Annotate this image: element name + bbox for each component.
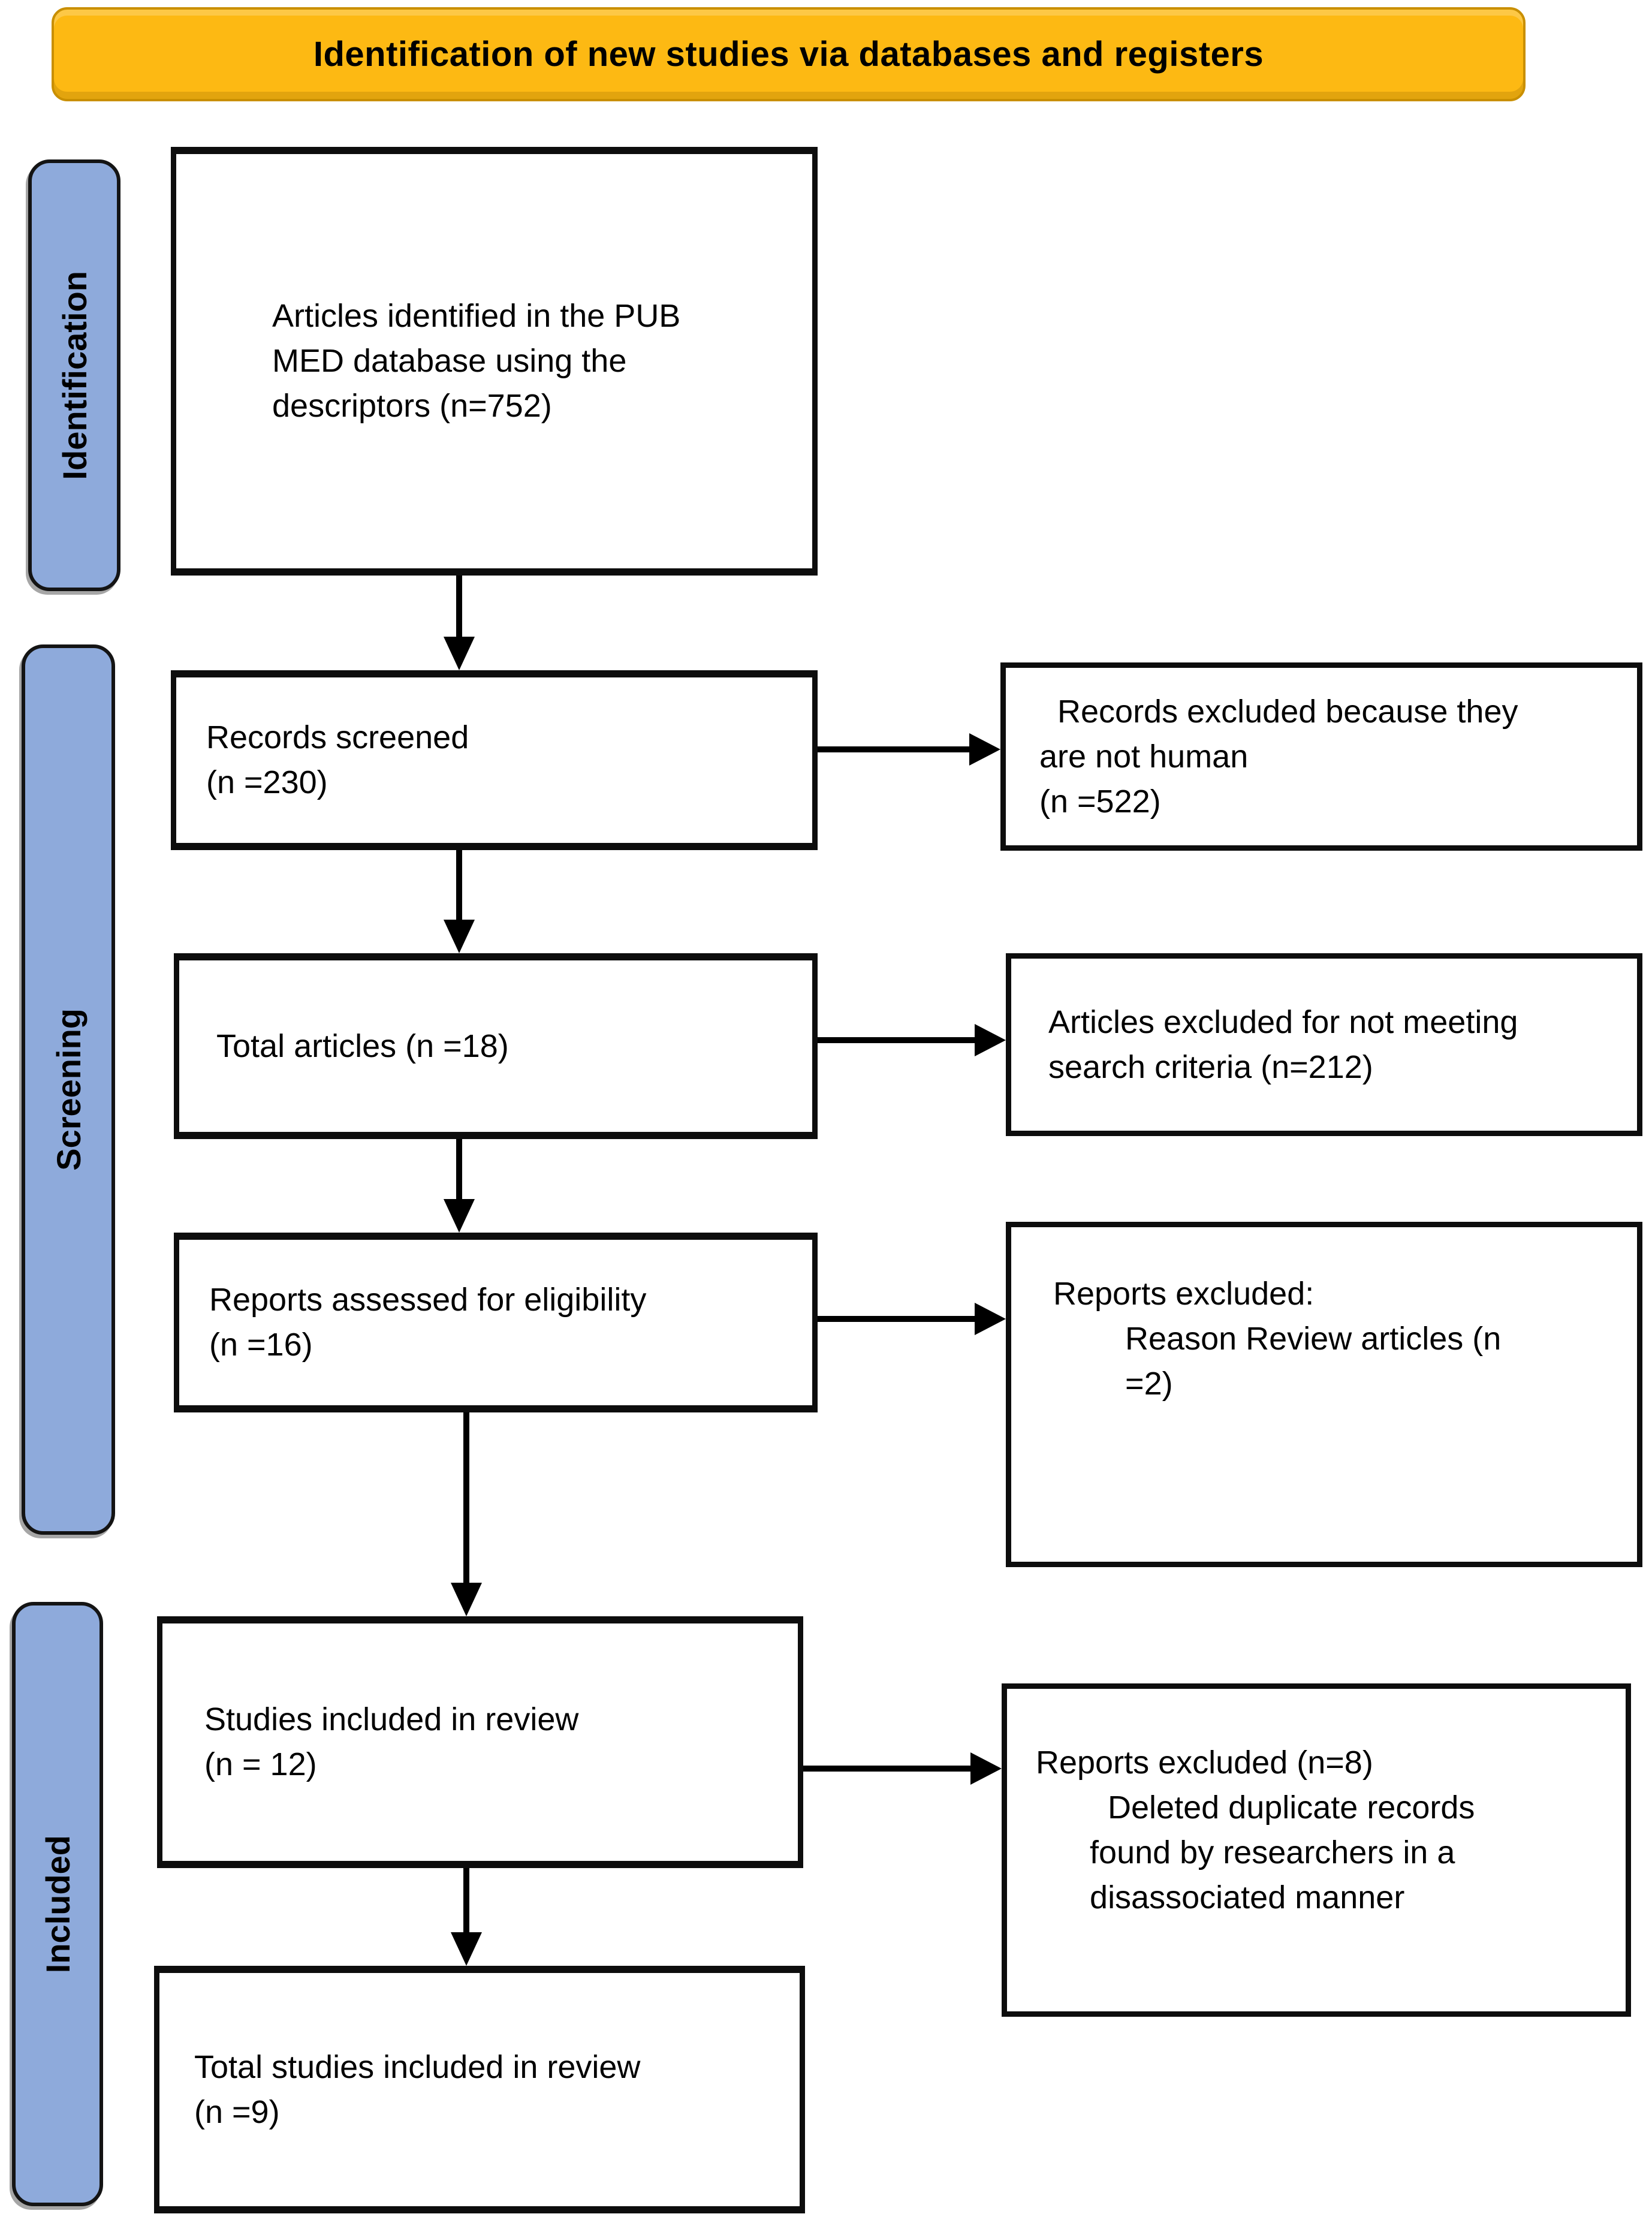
stage-screening-label: Screening	[49, 1008, 88, 1171]
box-studies-included: Studies included in review (n = 12)	[157, 1616, 803, 1868]
box-total-studies-included: Total studies included in review (n =9)	[154, 1966, 805, 2213]
box-reports-assessed: Reports assessed for eligibility (n =16)	[174, 1233, 818, 1412]
box-records-screened-text: Records screened (n =230)	[206, 719, 469, 800]
stage-screening: Screening	[22, 644, 115, 1535]
right-arrow-screened-to-excluded	[818, 733, 1000, 766]
down-arrow-included-to-total-included	[451, 1868, 482, 1966]
banner-title: Identification of new studies via databa…	[313, 35, 1264, 74]
down-arrowhead-icon	[444, 920, 475, 953]
box-records-screened: Records screened (n =230)	[171, 670, 818, 850]
down-arrowhead-icon	[444, 1199, 475, 1233]
box-reports-excluded-review-text: Reports excluded: Reason Review articles…	[1053, 1276, 1502, 1402]
box-studies-included-text: Studies included in review (n = 12)	[204, 1701, 579, 1782]
right-arrowhead-icon	[975, 1024, 1006, 1056]
right-arrow-total-to-excluded	[818, 1024, 1006, 1056]
box-reports-excluded-duplicates: Reports excluded (n=8) Deleted duplicate…	[1002, 1683, 1631, 2017]
right-arrowhead-icon	[969, 733, 1000, 766]
box-articles-excluded-criteria-text: Articles excluded for not meeting search…	[1048, 1004, 1518, 1085]
right-arrowhead-icon	[975, 1303, 1006, 1335]
right-arrow-assessed-to-excluded	[818, 1303, 1006, 1335]
box-reports-assessed-text: Reports assessed for eligibility (n =16)	[209, 1282, 647, 1363]
box-reports-excluded-review: Reports excluded: Reason Review articles…	[1006, 1222, 1642, 1567]
stage-included-label: Included	[38, 1835, 77, 1974]
stage-included: Included	[12, 1602, 103, 2206]
box-articles-identified: Articles identified in the PUB MED datab…	[171, 147, 818, 576]
box-records-excluded-not-human-text: Records excluded because they are not hu…	[1039, 693, 1518, 820]
down-arrowhead-icon	[451, 1583, 482, 1616]
box-total-articles: Total articles (n =18)	[174, 953, 818, 1139]
down-arrow-identified-to-screened	[444, 576, 475, 670]
stage-identification: Identification	[28, 159, 120, 591]
right-arrow-included-to-excluded	[803, 1752, 1002, 1785]
down-arrow-assessed-to-included	[451, 1412, 482, 1616]
box-total-articles-text: Total articles (n =18)	[216, 1028, 509, 1064]
down-arrowhead-icon	[451, 1932, 482, 1966]
down-arrowhead-icon	[444, 637, 475, 670]
banner: Identification of new studies via databa…	[52, 7, 1526, 101]
box-articles-excluded-criteria: Articles excluded for not meeting search…	[1006, 953, 1642, 1136]
box-total-studies-included-text: Total studies included in review (n =9)	[194, 2049, 641, 2130]
box-reports-excluded-duplicates-text: Reports excluded (n=8) Deleted duplicate…	[1036, 1745, 1475, 1915]
box-records-excluded-not-human: Records excluded because they are not hu…	[1000, 662, 1642, 851]
down-arrow-screened-to-total	[444, 850, 475, 953]
down-arrow-total-to-assessed	[444, 1139, 475, 1233]
box-articles-identified-text: Articles identified in the PUB MED datab…	[272, 298, 681, 424]
stage-identification-label: Identification	[55, 270, 94, 480]
right-arrowhead-icon	[970, 1752, 1002, 1785]
